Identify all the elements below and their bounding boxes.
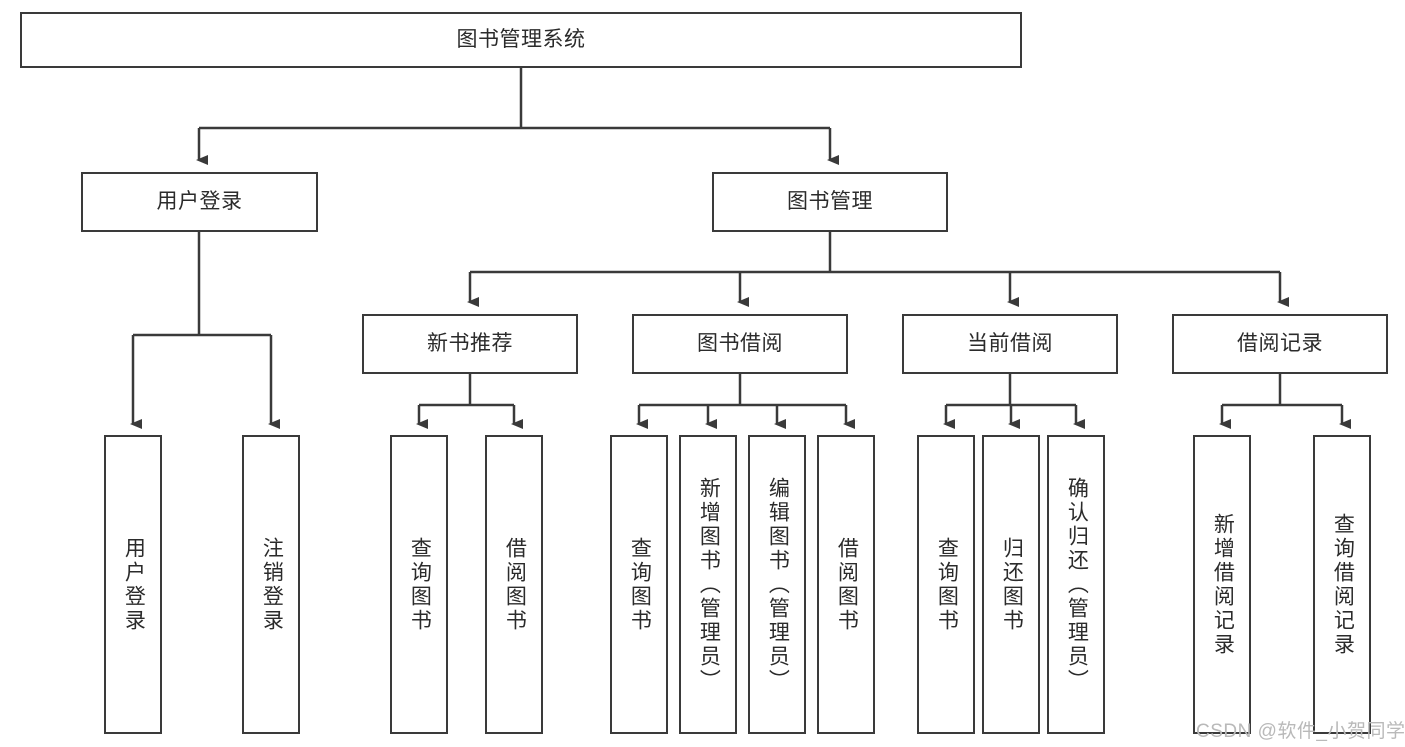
leaf-borrow-add-book-admin[interactable]: 新增图书（管理员） — [679, 435, 737, 734]
node-borrow-record[interactable]: 借阅记录 — [1172, 314, 1388, 374]
node-label: 查询图书 — [935, 536, 959, 633]
leaf-recommend-borrow-book[interactable]: 借阅图书 — [485, 435, 543, 734]
node-label: 查询图书 — [408, 536, 432, 633]
leaf-current-confirm-return-admin[interactable]: 确认归还（管理员） — [1047, 435, 1105, 734]
node-label: 新增借阅记录 — [1211, 512, 1235, 657]
node-book-borrow[interactable]: 图书借阅 — [632, 314, 848, 374]
node-label: 图书借阅 — [697, 331, 783, 355]
node-current-borrow[interactable]: 当前借阅 — [902, 314, 1118, 374]
leaf-record-query-borrow-record[interactable]: 查询借阅记录 — [1313, 435, 1371, 734]
node-label: 确认归还（管理员） — [1065, 476, 1089, 693]
node-root-book-management-system[interactable]: 图书管理系统 — [20, 12, 1022, 68]
leaf-user-logout[interactable]: 注销登录 — [242, 435, 300, 734]
node-label: 借阅图书 — [503, 536, 527, 633]
node-label: 借阅图书 — [835, 536, 859, 633]
node-label: 图书管理系统 — [456, 27, 586, 51]
leaf-borrow-borrow-book[interactable]: 借阅图书 — [817, 435, 875, 734]
node-label: 用户登录 — [156, 189, 243, 213]
node-label: 注销登录 — [260, 536, 284, 633]
node-label: 新书推荐 — [427, 331, 513, 355]
node-label: 用户登录 — [122, 536, 146, 633]
node-label: 查询借阅记录 — [1331, 512, 1355, 657]
node-label: 查询图书 — [628, 536, 652, 633]
node-label: 图书管理 — [787, 189, 873, 213]
leaf-recommend-query-book[interactable]: 查询图书 — [390, 435, 448, 734]
leaf-current-return-book[interactable]: 归还图书 — [982, 435, 1040, 734]
node-label: 借阅记录 — [1237, 331, 1323, 355]
node-label: 当前借阅 — [967, 331, 1053, 355]
leaf-current-query-book[interactable]: 查询图书 — [917, 435, 975, 734]
node-new-book-recommend[interactable]: 新书推荐 — [362, 314, 578, 374]
leaf-record-add-borrow-record[interactable]: 新增借阅记录 — [1193, 435, 1251, 734]
node-label: 编辑图书（管理员） — [766, 476, 790, 693]
node-label: 归还图书 — [1000, 536, 1024, 633]
csdn-watermark: CSDN @软件_小贺同学 — [1196, 721, 1405, 742]
node-book-management[interactable]: 图书管理 — [712, 172, 948, 232]
node-label: 新增图书（管理员） — [697, 476, 721, 693]
leaf-borrow-edit-book-admin[interactable]: 编辑图书（管理员） — [748, 435, 806, 734]
node-user-login[interactable]: 用户登录 — [81, 172, 318, 232]
leaf-user-login[interactable]: 用户登录 — [104, 435, 162, 734]
leaf-borrow-query-book[interactable]: 查询图书 — [610, 435, 668, 734]
